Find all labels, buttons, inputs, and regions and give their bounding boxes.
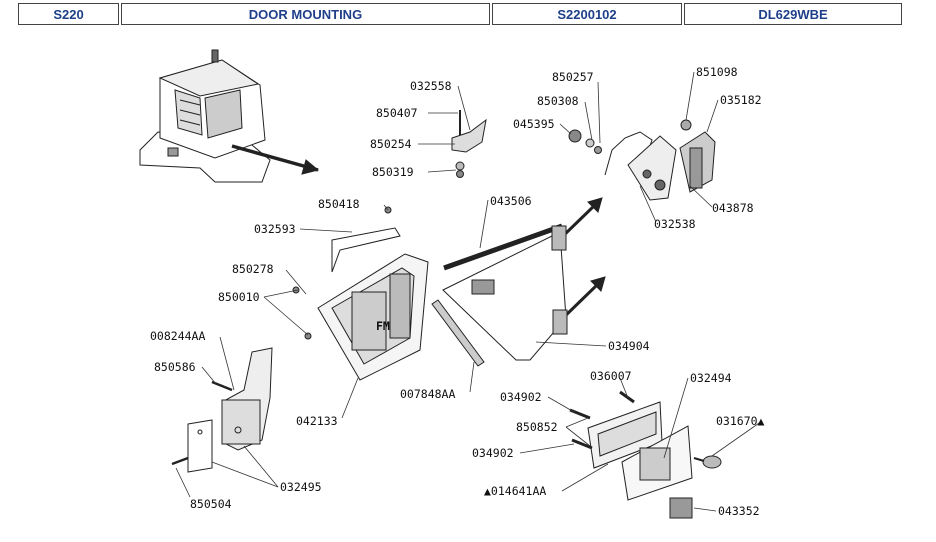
- header-code: DL629WBE: [684, 3, 902, 25]
- svg-text:FM: FM: [376, 319, 390, 333]
- part-label-043352: 043352: [718, 504, 760, 518]
- part-label-850852: 850852: [516, 420, 558, 434]
- part-label-007848AA: 007848AA: [400, 387, 455, 401]
- part-label-850257: 850257: [552, 70, 594, 84]
- outer-handle-illustration: [569, 390, 722, 519]
- part-label-032538: 032538: [654, 217, 696, 231]
- part-label-850254: 850254: [370, 137, 412, 151]
- latch-bracket-illustration: [451, 110, 487, 178]
- direction-arrow-icon: [587, 197, 603, 213]
- part-label-043506: 043506: [490, 194, 532, 208]
- part-label-851098: 851098: [696, 65, 738, 79]
- part-label-850407: 850407: [376, 106, 418, 120]
- part-label-032558: 032558: [410, 79, 452, 93]
- part-label-850010: 850010: [218, 290, 260, 304]
- machine-overview-illustration: [139, 49, 271, 183]
- part-label-036007: 036007: [590, 369, 632, 383]
- header-model: S220: [18, 3, 119, 25]
- door-handle-illustration: [171, 347, 273, 473]
- part-label-034902-upper: 034902: [500, 390, 542, 404]
- part-label-850586: 850586: [154, 360, 196, 374]
- part-label-043878: 043878: [712, 201, 754, 215]
- header-title: DOOR MOUNTING: [121, 3, 490, 25]
- part-label-850418: 850418: [318, 197, 360, 211]
- part-label-850504: 850504: [190, 497, 232, 511]
- part-label-045395: 045395: [513, 117, 555, 131]
- door-glass-illustration: [431, 223, 568, 367]
- part-label-032495: 032495: [280, 480, 322, 494]
- part-label-034902-lower: 034902: [472, 446, 514, 460]
- part-label-008244AA: 008244AA: [150, 329, 205, 343]
- part-label-034904: 034904: [608, 339, 650, 353]
- part-label-850278: 850278: [232, 262, 274, 276]
- part-label-042133: 042133: [296, 414, 338, 428]
- part-label-014641AA: ▲014641AA: [484, 484, 546, 498]
- part-label-850308: 850308: [537, 94, 579, 108]
- part-label-035182: 035182: [720, 93, 762, 107]
- hinge-assembly-illustration: [568, 119, 716, 201]
- direction-arrow-icon: [301, 159, 320, 175]
- direction-arrow-icon: [590, 276, 606, 292]
- header-ref: S2200102: [492, 3, 682, 25]
- part-label-031670: 031670▲: [716, 414, 765, 428]
- part-label-850319: 850319: [372, 165, 414, 179]
- door-frame-illustration: FM: [292, 206, 429, 381]
- exploded-parts-diagram: FM: [139, 49, 765, 519]
- part-label-032593: 032593: [254, 222, 296, 236]
- part-labels: 032558 850407 850254 850319 850257 85030…: [150, 65, 765, 518]
- part-label-032494: 032494: [690, 371, 732, 385]
